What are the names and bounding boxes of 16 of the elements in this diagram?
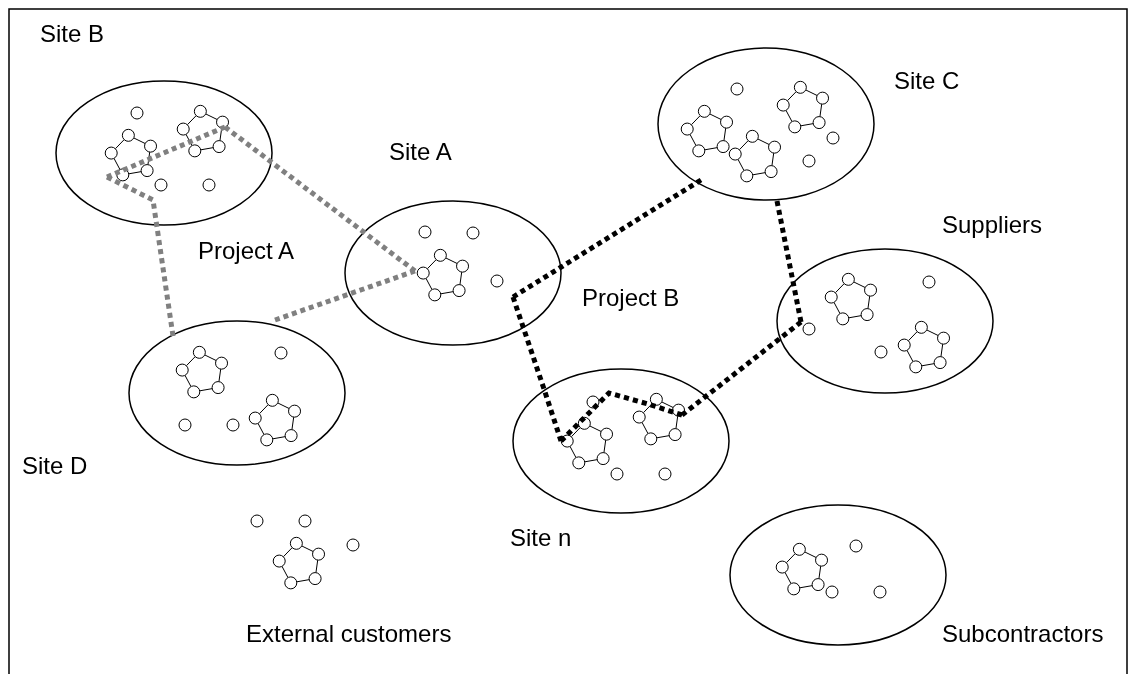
site-label: Site C [894, 67, 960, 95]
site-label: Site A [389, 138, 452, 166]
dashed-connector [274, 268, 416, 323]
site-label: Site B [40, 20, 105, 48]
site-label: Site D [22, 452, 88, 480]
dashed-connector [510, 296, 564, 442]
dashed-connector [223, 125, 417, 273]
site-label: Site n [510, 524, 572, 552]
project-label: Project A [198, 237, 295, 265]
project-label: Project B [582, 284, 680, 312]
dashed-connector [774, 200, 804, 323]
dashed-connector [680, 320, 803, 417]
site-label: Subcontractors [942, 620, 1104, 648]
group-label: External customers [246, 620, 452, 648]
site-label: Suppliers [942, 211, 1043, 239]
dashed-connector [511, 177, 703, 300]
